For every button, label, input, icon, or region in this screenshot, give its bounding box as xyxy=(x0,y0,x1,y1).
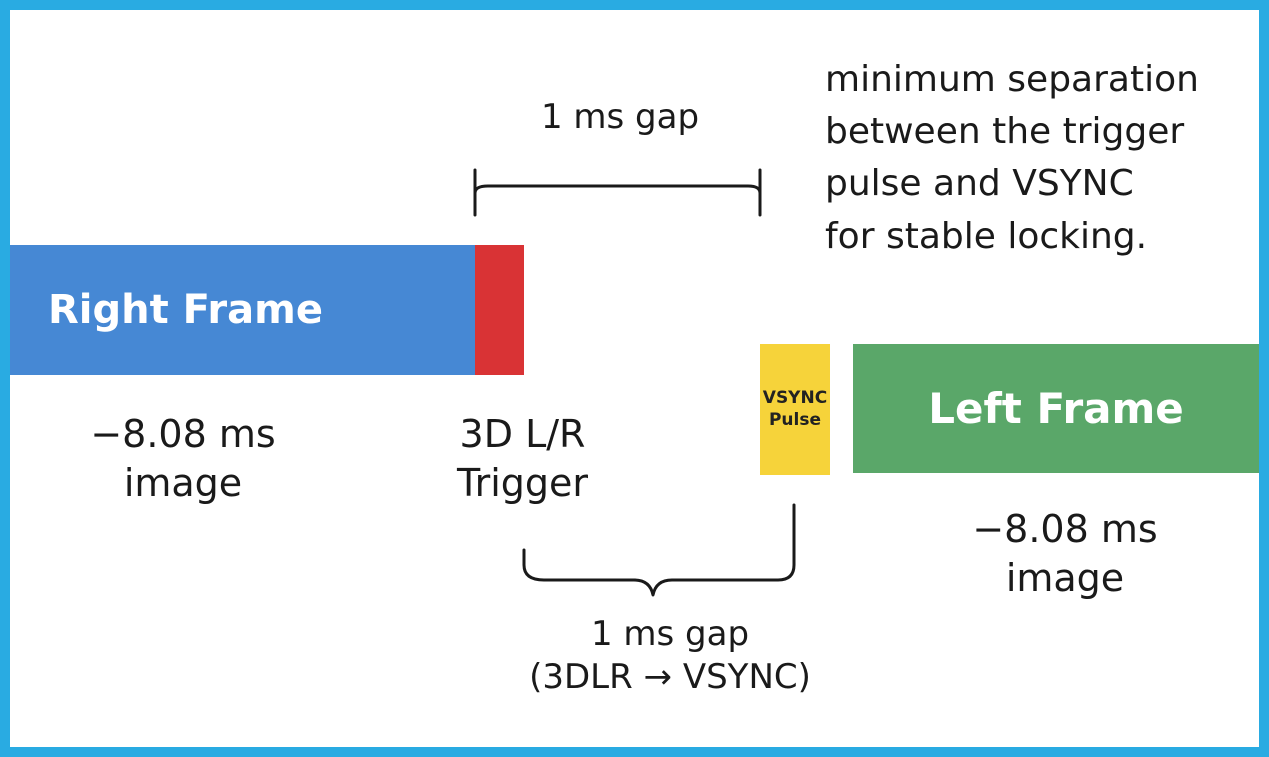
separation-note: minimum separation between the trigger p… xyxy=(825,59,1199,257)
left-frame-duration-label: −8.08 ms image xyxy=(972,507,1158,601)
top-gap-bracket xyxy=(473,168,762,217)
right-frame-label: Right Frame xyxy=(48,287,323,333)
vsync-pulse-block: VSYNC Pulse xyxy=(760,344,830,475)
trigger-pulse-block xyxy=(475,245,524,375)
right-frame-duration-label: −8.08 ms image xyxy=(90,412,276,506)
trigger-label: 3D L/R Trigger xyxy=(456,412,589,506)
left-frame-label: Left Frame xyxy=(928,384,1184,433)
vsync-pulse-label: VSYNC Pulse xyxy=(762,388,828,430)
left-frame-bar: Left Frame xyxy=(853,344,1259,473)
bottom-gap-label: 1 ms gap (3DLR → VSYNC) xyxy=(529,614,811,697)
timing-diagram: Right Frame VSYNC Pulse Left Frame −8.08… xyxy=(10,10,1259,747)
top-gap-label: 1 ms gap xyxy=(540,97,700,137)
right-frame-bar: Right Frame xyxy=(10,245,475,375)
bracket-overlay xyxy=(473,168,796,597)
bottom-gap-brace xyxy=(522,503,796,597)
